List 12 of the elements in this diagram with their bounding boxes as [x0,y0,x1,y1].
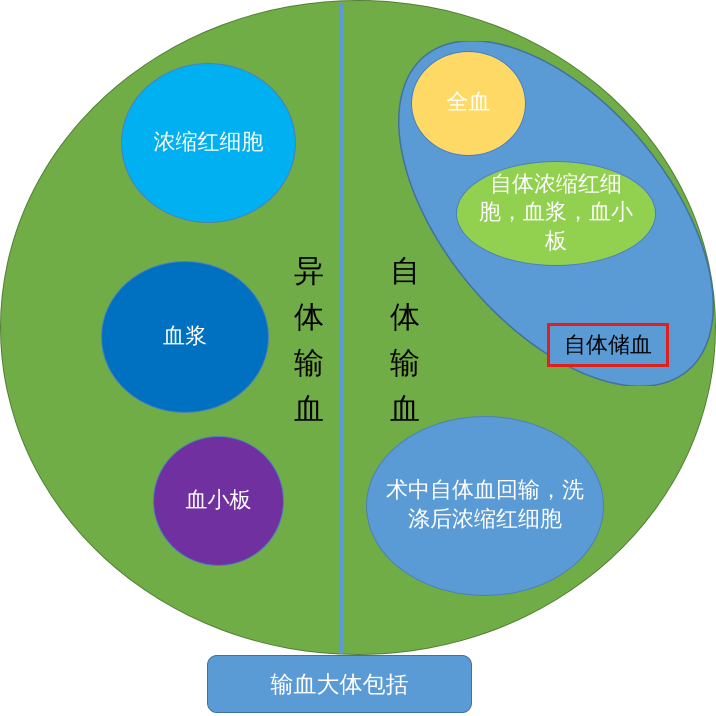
circle-label: 血浆 [162,322,208,351]
circle-label: 全血 [446,89,492,118]
highlighted-label: 自体储血 [547,323,669,367]
circle-label: 自体浓缩红细胞，血浆，血小板 [478,170,634,256]
title-box [207,655,472,713]
group-label: 异体输血 [293,253,325,429]
title-text: 输血大体包括 [270,670,408,700]
large-circle [0,0,716,655]
circle-label: 术中自体血回输，洗涤后浓缩红细胞 [385,477,585,534]
circle-label: 浓缩红细胞 [152,128,264,157]
group-label: 自体输血 [389,253,421,429]
circle-label: 血小板 [184,486,252,515]
